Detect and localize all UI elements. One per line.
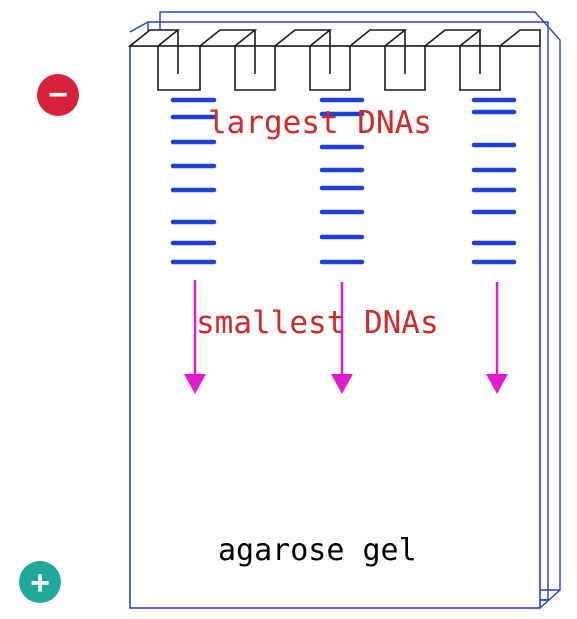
gel-front-face xyxy=(129,45,541,609)
arrow-down-icon xyxy=(184,280,206,394)
positive-symbol: + xyxy=(30,564,50,602)
arrow-down-icon xyxy=(486,282,508,394)
well-1 xyxy=(157,45,201,91)
positive-electrode-icon: + xyxy=(19,561,61,603)
lane-2-bands xyxy=(319,97,365,265)
comb-top-edge xyxy=(127,29,181,47)
label-largest-dnas: largest DNAs xyxy=(208,105,432,141)
migration-arrows xyxy=(184,280,508,394)
lane-3-bands xyxy=(471,97,517,265)
arrow-down-icon xyxy=(331,282,353,394)
negative-symbol: − xyxy=(48,76,68,114)
label-smallest-dnas: smallest DNAs xyxy=(196,305,439,341)
gel-wells xyxy=(127,29,541,91)
label-agarose-gel: agarose gel xyxy=(218,533,417,568)
lane-1-bands xyxy=(170,97,217,265)
negative-electrode-icon: − xyxy=(37,74,79,116)
